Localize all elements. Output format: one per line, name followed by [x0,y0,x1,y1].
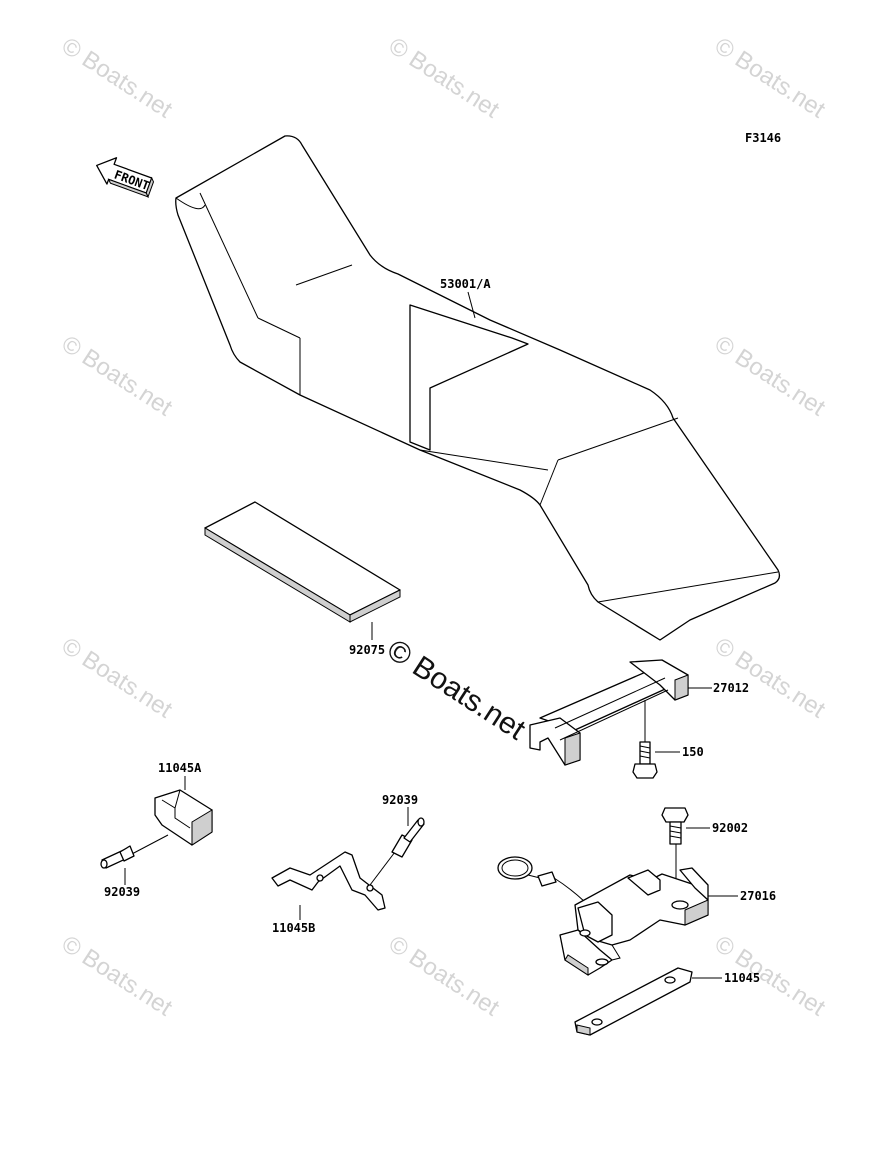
lock-assembly-part [497,856,709,976]
pin-left-part [100,834,169,869]
part-label-27012: 27012 [713,681,749,695]
watermark: © Boats.net [384,930,504,1021]
pin-middle-part [369,817,425,886]
seat-part [175,135,781,641]
bolt-92002-part [661,807,689,900]
watermark: © Boats.net [710,330,830,421]
plate-part [574,967,693,1036]
watermark: © Boats.net [710,32,830,123]
part-label-11045a: 11045A [158,761,202,775]
wire-bracket-part [271,851,386,911]
part-label-53001a: 53001/A [440,277,491,291]
part-label-150: 150 [682,745,704,759]
watermark: © Boats.net [57,632,177,723]
part-label-92039-left: 92039 [104,885,140,899]
leader-line [467,291,476,319]
watermark: © Boats.net [57,330,177,421]
pad-part [204,501,401,623]
watermark: © Boats.net [57,32,177,123]
part-label-92039-middle: 92039 [382,793,418,807]
watermark: © Boats.net [384,32,504,123]
watermark: © Boats.net [57,930,177,1021]
part-label-11045: 11045 [724,971,760,985]
part-label-27016: 27016 [740,889,776,903]
front-arrow-icon: FRONT [96,157,155,199]
part-label-92002: 92002 [712,821,748,835]
part-label-92075: 92075 [349,643,385,657]
figure-code: F3146 [745,131,781,145]
watermark-center: © Boats.net [381,633,531,747]
cap-part [154,789,213,846]
part-label-11045b: 11045B [272,921,315,935]
watermark: © Boats.net [710,632,830,723]
bolt-150-part [632,700,658,779]
seat-bracket-part [529,659,689,766]
